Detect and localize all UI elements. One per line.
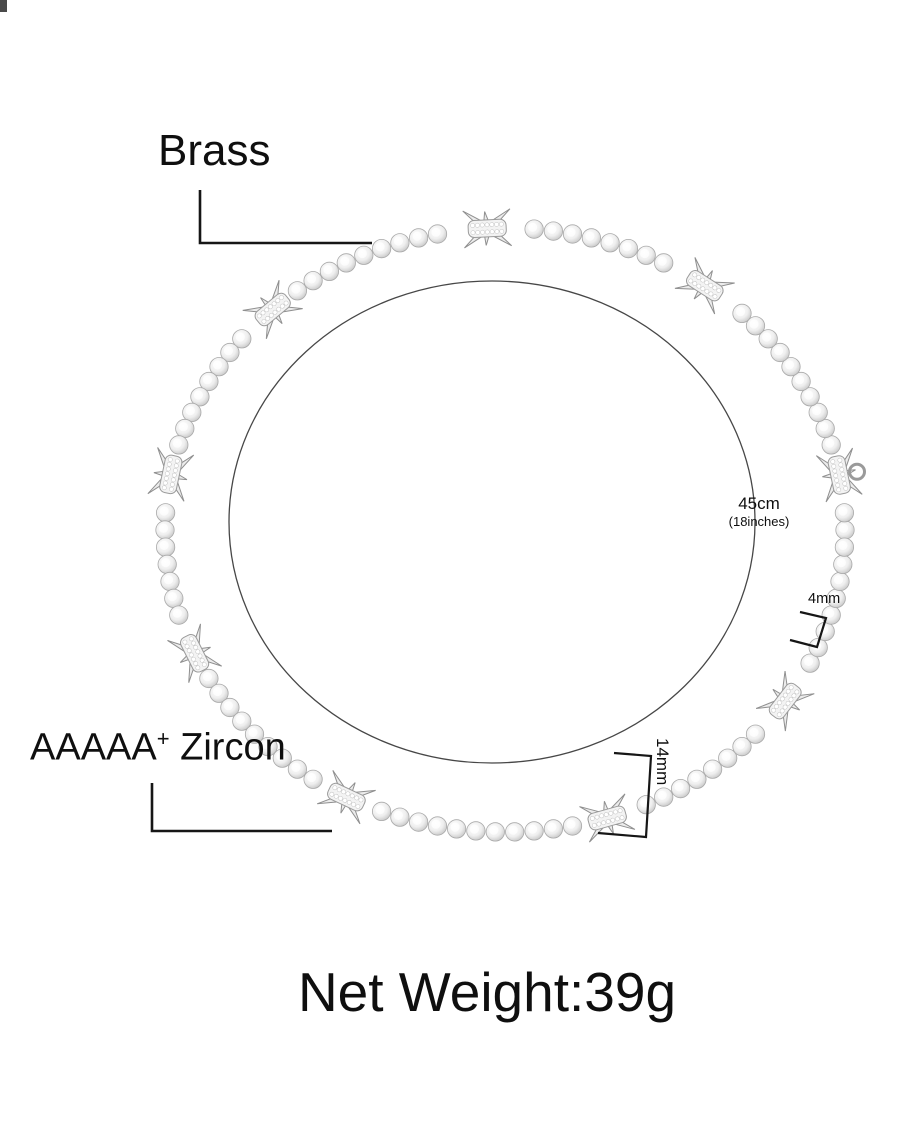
length-label: 45cm (18inches) [703,494,815,530]
inner-edge-circle [228,280,756,764]
brass-leader-line [198,190,372,245]
barb-ornaments [147,208,866,843]
net-weight-label: Net Weight:39g [297,961,677,1023]
clasp-ring [848,462,866,481]
barb-size-bracket [597,751,653,839]
chain-width-bracket [789,610,828,649]
zircon-leader-line [150,783,332,833]
barb-size-label: 14mm [653,738,672,786]
corner-artifact [0,0,7,12]
length-inches: (18inches) [728,514,790,530]
length-cm: 45cm [738,494,780,513]
stone-grade: AAAAA [30,726,157,769]
stone-grade-plus: + [156,726,170,751]
chain-width-label: 4mm [808,591,841,607]
stone-label: AAAAA+ Zircon [30,726,286,770]
stone-name: Zircon [169,726,286,769]
chain-beads [155,219,855,842]
material-label: Brass [158,126,271,175]
